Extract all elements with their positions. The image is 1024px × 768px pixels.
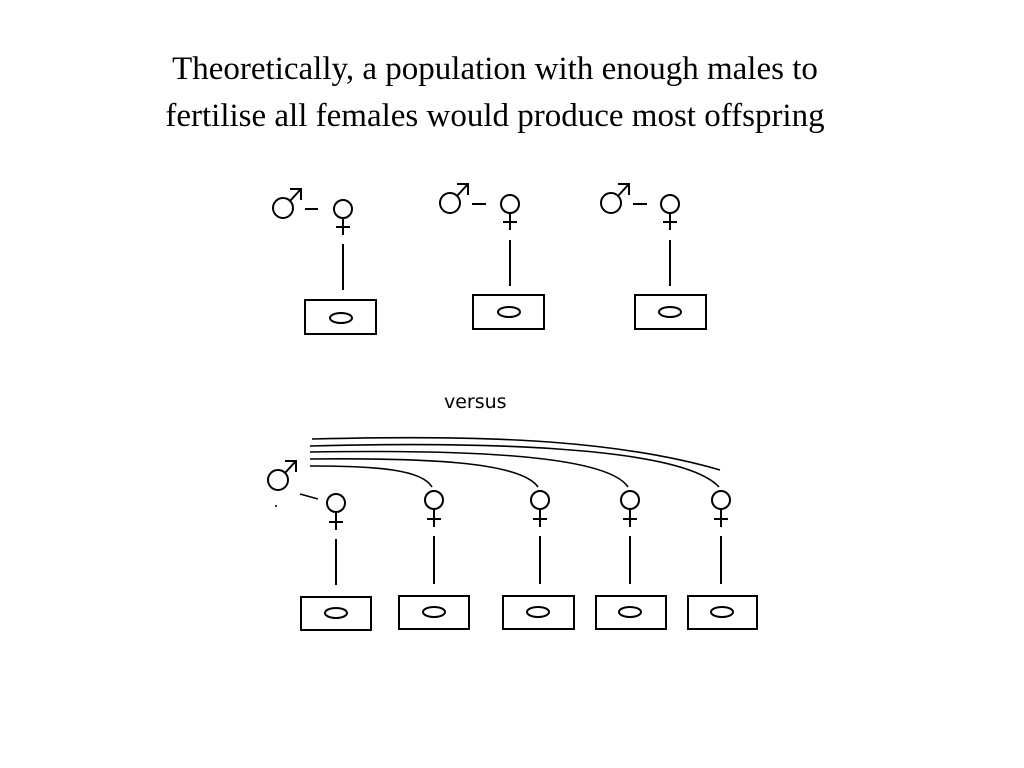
female-symbol-icon bbox=[711, 490, 731, 527]
offspring-box-icon bbox=[304, 299, 377, 335]
male-symbol-icon bbox=[439, 183, 469, 214]
offspring-box-icon bbox=[595, 595, 667, 630]
female-4 bbox=[595, 490, 667, 630]
female-symbol-icon bbox=[620, 490, 640, 527]
offspring-box-icon bbox=[687, 595, 758, 630]
female-symbol-icon bbox=[424, 490, 444, 527]
left-clip-mask bbox=[240, 460, 266, 500]
title-line-2: fertilise all females would produce most… bbox=[165, 98, 825, 134]
offspring-box-icon bbox=[300, 596, 372, 631]
offspring-box-icon bbox=[502, 595, 575, 630]
male-symbol-icon bbox=[600, 183, 630, 214]
curve-to-female-1 bbox=[299, 493, 319, 500]
monogamous-pairs bbox=[272, 183, 707, 335]
female-symbol-icon bbox=[530, 490, 550, 527]
title-line-1: Theoretically, a population with enough … bbox=[172, 51, 818, 87]
female-1 bbox=[300, 493, 372, 631]
offspring-box-icon bbox=[472, 294, 545, 330]
pair-1 bbox=[272, 188, 377, 335]
offspring-box-icon bbox=[398, 595, 470, 630]
pair-2 bbox=[439, 183, 545, 330]
curve-to-female-3 bbox=[309, 458, 539, 488]
female-symbol-icon bbox=[660, 194, 680, 230]
female-2 bbox=[398, 490, 470, 630]
female-symbol-icon bbox=[500, 194, 520, 230]
versus-label: versus bbox=[444, 391, 507, 413]
female-5 bbox=[687, 490, 758, 630]
polygynous-group bbox=[240, 436, 758, 631]
mating-curves bbox=[299, 436, 721, 500]
stray-dot bbox=[275, 505, 277, 507]
curve-to-female-5 bbox=[309, 443, 720, 488]
curve-to-female-2 bbox=[309, 465, 433, 488]
female-symbol-icon bbox=[333, 199, 353, 235]
male-symbol-icon bbox=[267, 460, 297, 491]
female-symbol-icon bbox=[326, 493, 346, 530]
offspring-box-icon bbox=[634, 294, 707, 330]
pair-3 bbox=[600, 183, 707, 330]
male-symbol-icon bbox=[272, 188, 302, 219]
curve-top bbox=[311, 436, 721, 471]
female-3 bbox=[502, 490, 575, 630]
slide-title: Theoretically, a population with enough … bbox=[0, 46, 990, 140]
curve-to-female-4 bbox=[309, 450, 629, 488]
